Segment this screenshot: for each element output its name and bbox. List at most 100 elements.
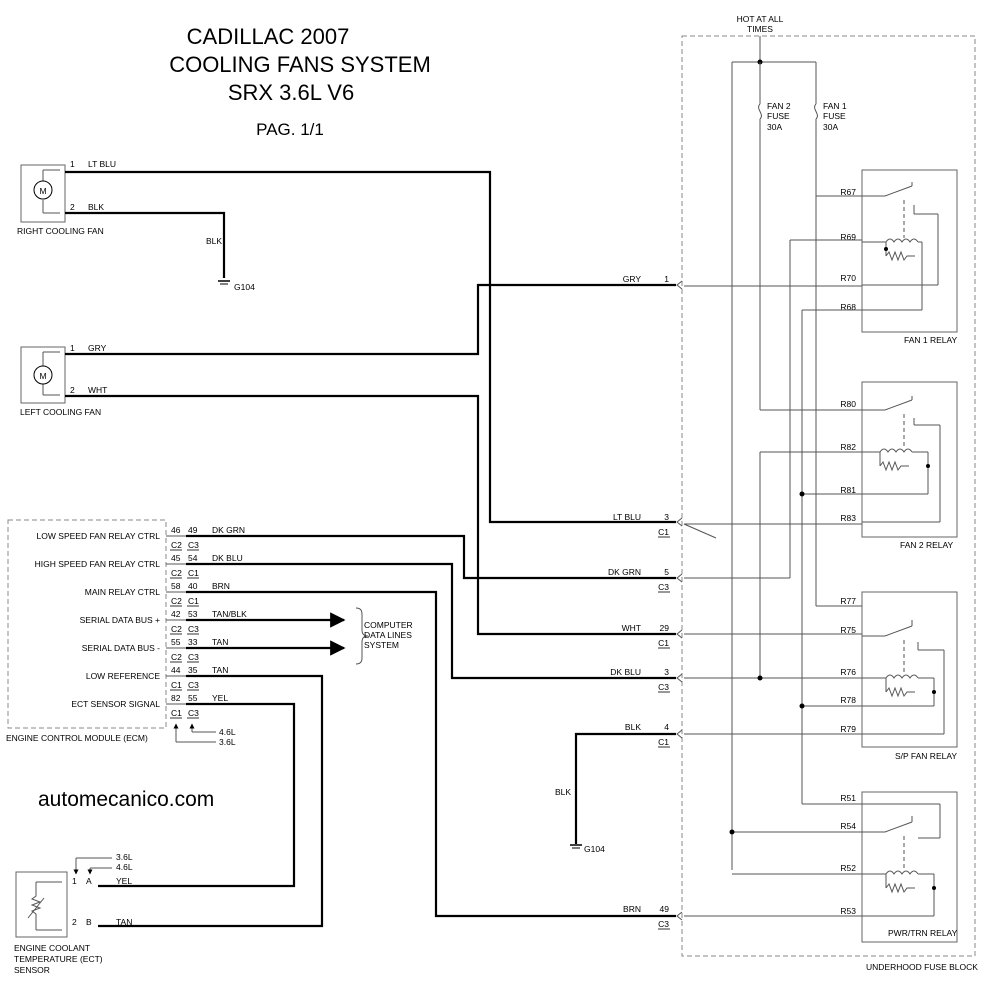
fan-2-fuse: FAN 2 FUSE 30A — [758, 101, 791, 410]
ecm-connector-a: C2 — [171, 568, 182, 578]
fuse-block-connector-symbols — [676, 280, 683, 921]
fuse-block-ground: BLK G104 — [555, 787, 605, 854]
pwr-trn-relay: PWR/TRN RELAY R51 R54 R52 R53 — [729, 791, 958, 943]
sp-fan-relay: S/P FAN RELAY R77 R75 R76 R78 R79 — [815, 196, 958, 761]
wire-brn — [186, 590, 676, 918]
pin-1-letter: A — [86, 876, 92, 886]
ecm-wire-label: BRN — [212, 581, 230, 591]
wire-gry — [65, 283, 676, 356]
fuse-1-line-2: FUSE — [823, 111, 846, 121]
wire-2-label: TAN — [116, 917, 132, 927]
fuse-block-outline — [681, 35, 976, 957]
pin-wire-label: LT BLU — [613, 512, 641, 522]
ecm-signal-label: SERIAL DATA BUS + — [80, 615, 160, 625]
fuse-2-line-1: FAN 2 — [767, 101, 791, 111]
fan-label: RIGHT COOLING FAN — [17, 226, 104, 236]
ecm-engine-variants: 4.6L 3.6L — [173, 723, 236, 747]
pin-wire-label: BRN — [623, 904, 641, 914]
pin-2: 2 — [70, 385, 75, 395]
ecm-pin-b: 53 — [188, 609, 198, 619]
ecm-pin-a: 46 — [171, 525, 181, 535]
relay-coil — [885, 238, 919, 243]
engine-variant-a: 4.6L — [219, 727, 236, 737]
fan-connector-box — [20, 164, 66, 223]
hot-label-line-1: HOT AT ALL — [737, 14, 784, 24]
relay-outline — [861, 791, 958, 943]
ect-sensor: ENGINE COOLANT TEMPERATURE (ECT) SENSOR … — [14, 852, 133, 975]
terminal-r80: R80 — [840, 399, 856, 409]
terminal-r83: R83 — [840, 513, 856, 523]
title-line-3: SRX 3.6L V6 — [228, 80, 354, 105]
computer-data-line-3: SYSTEM — [364, 640, 399, 650]
page-number: PAG. 1/1 — [256, 120, 324, 139]
pin-connector: C3 — [658, 582, 669, 592]
fuse-block-label: UNDERHOOD FUSE BLOCK — [866, 962, 978, 972]
terminal-r54: R54 — [840, 821, 856, 831]
pin-number: 3 — [664, 667, 669, 677]
ecm-wire-label: DK GRN — [212, 525, 245, 535]
pin-wire-label: GRY — [623, 274, 642, 284]
wire-blk-fuse-ground — [574, 732, 676, 844]
fuse-icon — [814, 103, 818, 120]
sensor-label-1: ENGINE COOLANT — [14, 943, 90, 953]
ecm-pin-a: 82 — [171, 693, 181, 703]
ecm-connector-a: C1 — [171, 708, 182, 718]
fuse-block-pins: GRY 1 LT BLU 3 C1 DK GRN 5 C3 WHT 29 C1 … — [608, 274, 670, 930]
computer-data-line-1: COMPUTER — [364, 620, 413, 630]
pin-2: 2 — [70, 202, 75, 212]
wire-blk-ground — [65, 211, 226, 278]
ecm-signal-label: ECT SENSOR SIGNAL — [71, 699, 160, 709]
terminal-r68: R68 — [840, 302, 856, 312]
ecm-connector-b: C3 — [188, 708, 199, 718]
wire-wht — [65, 394, 676, 636]
pin-number: 3 — [664, 512, 669, 522]
ecm-signal-label: LOW REFERENCE — [86, 671, 160, 681]
ecm-connector-a: C2 — [171, 596, 182, 606]
ecm-pin-b: 33 — [188, 637, 198, 647]
ecm-connector-b: C3 — [188, 652, 199, 662]
ecm-signal-label: MAIN RELAY CTRL — [85, 587, 161, 597]
ecm-pin-a: 58 — [171, 581, 181, 591]
wire-dk-blu — [186, 562, 676, 680]
ecm-connector-b: C3 — [188, 540, 199, 550]
terminal-r69: R69 — [840, 232, 856, 242]
wire-2-label: BLK — [88, 202, 104, 212]
title-block: CADILLAC 2007 COOLING FANS SYSTEM SRX 3.… — [169, 24, 431, 139]
ecm-signal-label: LOW SPEED FAN RELAY CTRL — [37, 531, 161, 541]
main-harness-wires — [65, 170, 676, 928]
ecm-pin-a: 42 — [171, 609, 181, 619]
pin-connector: C1 — [658, 527, 669, 537]
fan-1-relay: FAN 1 RELAY R67 R69 R70 R68 — [840, 169, 958, 345]
relay-outline — [861, 591, 958, 748]
pin-2-letter: B — [86, 917, 92, 927]
sensor-connector-box — [15, 871, 68, 938]
wire-1-label: GRY — [88, 343, 107, 353]
pin-wire-label: BLK — [625, 722, 641, 732]
ecm-wire-label: TAN — [212, 665, 228, 675]
ecm-outline — [7, 519, 167, 729]
ecm-connector-b: C3 — [188, 680, 199, 690]
pin-number: 49 — [660, 904, 670, 914]
sensor-label-3: SENSOR — [14, 965, 50, 975]
relay-outline — [861, 381, 958, 538]
pin-connector: C3 — [658, 919, 669, 929]
pin-number: 29 — [660, 623, 670, 633]
fuse-block-internal-wiring — [683, 239, 862, 917]
fan-2-relay: FAN 2 RELAY R80 R82 R81 R83 — [760, 381, 958, 550]
sensor-label-2: TEMPERATURE (ECT) — [14, 954, 103, 964]
fan-connector-box — [20, 346, 66, 404]
fan-1-fuse: FAN 1 FUSE 30A — [814, 101, 862, 197]
left-cooling-fan: M LEFT COOLING FAN 1 GRY 2 WHT — [20, 343, 107, 417]
pin-wire-label: DK BLU — [610, 667, 641, 677]
ecm-pin-b: 54 — [188, 553, 198, 563]
ecm-pin-a: 55 — [171, 637, 181, 647]
pin-wire-label: WHT — [622, 623, 641, 633]
relay-name: FAN 1 RELAY — [904, 335, 958, 345]
terminal-r78: R78 — [840, 695, 856, 705]
pin-number: 5 — [664, 567, 669, 577]
motor-icon — [33, 180, 53, 200]
pin-connector: C1 — [658, 638, 669, 648]
ground-label: G104 — [584, 844, 605, 854]
computer-data-line-2: DATA LINES — [364, 630, 412, 640]
